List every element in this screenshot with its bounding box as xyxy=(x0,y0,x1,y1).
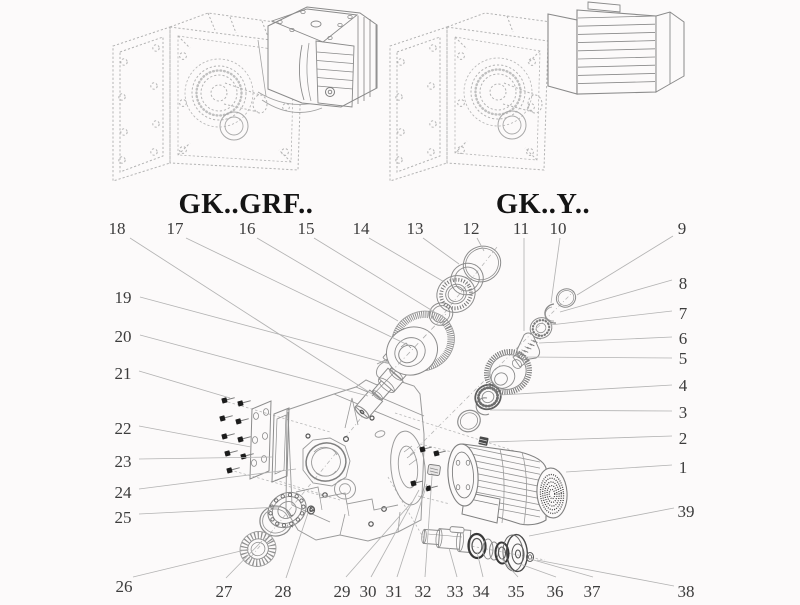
svg-text:28: 28 xyxy=(275,582,292,600)
svg-text:38: 38 xyxy=(678,582,695,600)
svg-text:7: 7 xyxy=(679,304,688,323)
svg-text:9: 9 xyxy=(678,219,687,238)
svg-text:18: 18 xyxy=(109,219,126,238)
svg-text:13: 13 xyxy=(407,219,424,238)
svg-text:36: 36 xyxy=(547,582,564,600)
svg-text:34: 34 xyxy=(473,582,491,600)
svg-text:6: 6 xyxy=(679,329,688,348)
svg-text:23: 23 xyxy=(115,452,132,471)
svg-text:3: 3 xyxy=(679,403,688,422)
svg-text:11: 11 xyxy=(513,219,529,238)
svg-text:32: 32 xyxy=(415,582,432,600)
svg-text:5: 5 xyxy=(679,349,688,368)
svg-text:GK..GRF..: GK..GRF.. xyxy=(179,189,314,220)
svg-text:GK..Y..: GK..Y.. xyxy=(496,189,590,220)
svg-text:4: 4 xyxy=(679,376,688,395)
svg-text:26: 26 xyxy=(116,577,133,596)
svg-text:24: 24 xyxy=(115,483,133,502)
svg-text:27: 27 xyxy=(216,582,234,600)
svg-text:19: 19 xyxy=(115,288,132,307)
svg-text:35: 35 xyxy=(508,582,525,600)
svg-text:29: 29 xyxy=(334,582,351,600)
svg-text:21: 21 xyxy=(115,364,132,383)
svg-text:31: 31 xyxy=(386,582,403,600)
svg-text:20: 20 xyxy=(115,327,132,346)
svg-text:22: 22 xyxy=(115,419,132,438)
svg-text:16: 16 xyxy=(239,219,256,238)
svg-text:39: 39 xyxy=(678,502,695,521)
svg-text:33: 33 xyxy=(447,582,464,600)
svg-text:12: 12 xyxy=(463,219,480,238)
svg-text:8: 8 xyxy=(679,274,688,293)
svg-text:15: 15 xyxy=(298,219,315,238)
svg-text:30: 30 xyxy=(360,582,377,600)
svg-text:17: 17 xyxy=(167,219,185,238)
svg-text:25: 25 xyxy=(115,508,132,527)
svg-text:10: 10 xyxy=(550,219,567,238)
svg-text:2: 2 xyxy=(679,429,688,448)
svg-text:37: 37 xyxy=(584,582,602,600)
svg-text:14: 14 xyxy=(353,219,371,238)
svg-text:1: 1 xyxy=(679,458,688,477)
